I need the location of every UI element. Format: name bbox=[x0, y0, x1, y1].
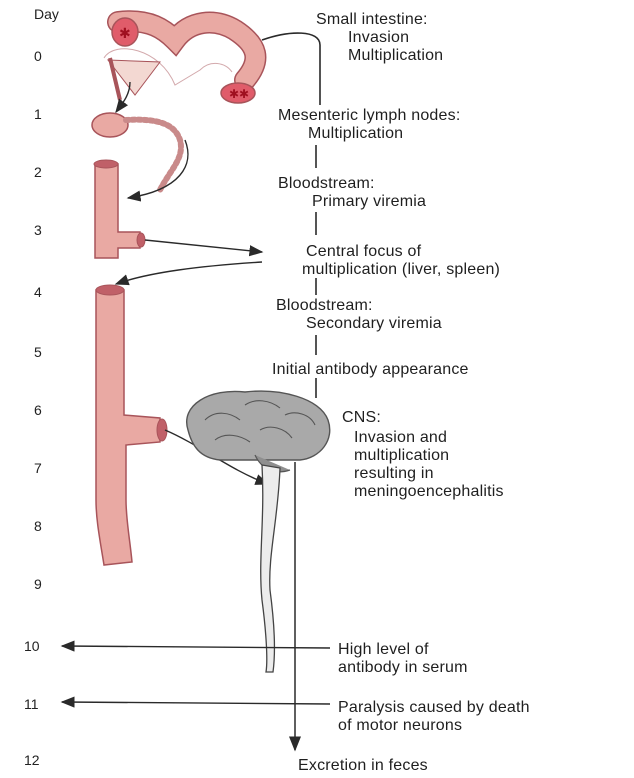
excretion-line1: Excretion in feces bbox=[298, 756, 428, 775]
blood-vessel-1-icon bbox=[94, 160, 145, 258]
blood-vessel-2-icon bbox=[96, 285, 167, 565]
small-intestine-line2: Multiplication bbox=[348, 46, 443, 65]
cns-line2: multiplication bbox=[354, 446, 449, 465]
small-intestine-title: Small intestine: bbox=[316, 10, 428, 29]
cns-line4: meningoencephalitis bbox=[354, 482, 504, 501]
arrow-paralysis bbox=[62, 702, 330, 704]
small-intestine-line1: Invasion bbox=[348, 28, 409, 47]
day-8: 8 bbox=[34, 518, 42, 534]
svg-text:✱✱: ✱✱ bbox=[229, 87, 249, 101]
arrow-high-level bbox=[62, 646, 330, 648]
bloodstream2-line1: Secondary viremia bbox=[306, 314, 442, 333]
paralysis-line2: of motor neurons bbox=[338, 716, 462, 735]
day-11: 11 bbox=[24, 696, 39, 712]
antibody-line1: Initial antibody appearance bbox=[272, 360, 469, 379]
arrow-blood-to-central-focus bbox=[145, 240, 262, 252]
day-5: 5 bbox=[34, 344, 42, 360]
small-intestine-icon: ✱ ✱✱ bbox=[104, 18, 255, 103]
cns-title: CNS: bbox=[342, 408, 381, 427]
day-4: 4 bbox=[34, 284, 42, 300]
day-2: 2 bbox=[34, 164, 42, 180]
bloodstream1-title: Bloodstream: bbox=[278, 174, 375, 193]
central-focus-line2: multiplication (liver, spleen) bbox=[302, 260, 500, 279]
bloodstream1-line1: Primary viremia bbox=[312, 192, 426, 211]
day-10: 10 bbox=[24, 638, 40, 654]
timeline-connectors bbox=[262, 33, 320, 398]
high-level-line1: High level of bbox=[338, 640, 429, 659]
paralysis-line1: Paralysis caused by death bbox=[338, 698, 530, 717]
lymph-nodes-title: Mesenteric lymph nodes: bbox=[278, 106, 460, 125]
brain-icon bbox=[187, 391, 330, 472]
bloodstream2-title: Bloodstream: bbox=[276, 296, 373, 315]
day-7: 7 bbox=[34, 460, 42, 476]
arrow-central-focus-to-blood bbox=[116, 262, 262, 284]
day-header: Day bbox=[34, 6, 59, 22]
lymph-nodes-line1: Multiplication bbox=[308, 124, 403, 143]
central-focus-line1: Central focus of bbox=[306, 242, 421, 261]
cns-line1: Invasion and bbox=[354, 428, 447, 447]
high-level-line2: antibody in serum bbox=[338, 658, 468, 677]
day-12: 12 bbox=[24, 752, 40, 768]
spinal-cord-icon bbox=[261, 465, 280, 672]
day-0: 0 bbox=[34, 48, 42, 64]
svg-text:✱: ✱ bbox=[119, 25, 131, 41]
cns-line3: resulting in bbox=[354, 464, 434, 483]
day-1: 1 bbox=[34, 106, 42, 122]
day-3: 3 bbox=[34, 222, 42, 238]
day-9: 9 bbox=[34, 576, 42, 592]
day-6: 6 bbox=[34, 402, 42, 418]
